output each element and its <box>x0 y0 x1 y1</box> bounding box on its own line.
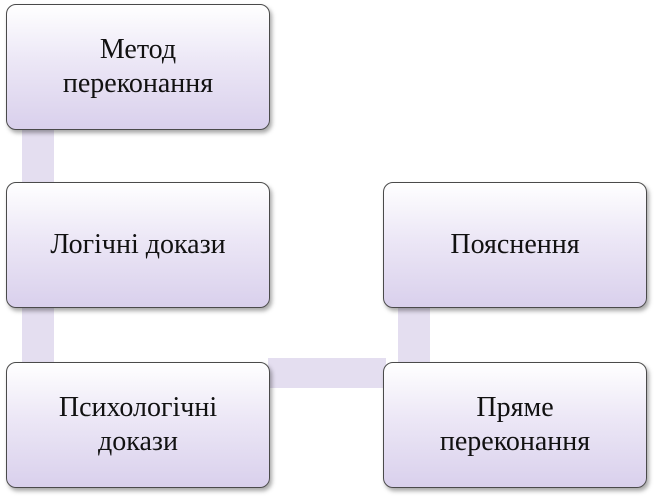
node-psychological-proofs: Психологічні докази <box>6 362 270 488</box>
node-direct-persuasion-label: Пряме переконання <box>439 392 591 457</box>
node-method: Метод переконання <box>6 4 270 130</box>
node-logical-proofs: Логічні докази <box>6 182 270 308</box>
connector-right-vertical <box>398 305 430 367</box>
node-explanation: Пояснення <box>383 182 647 308</box>
node-psychological-proofs-label: Психологічні докази <box>58 392 218 457</box>
connector-horizontal <box>268 358 386 388</box>
node-method-label: Метод переконання <box>62 34 214 99</box>
node-explanation-label: Пояснення <box>450 229 580 260</box>
node-logical-proofs-label: Логічні докази <box>50 229 226 260</box>
node-direct-persuasion: Пряме переконання <box>383 362 647 488</box>
